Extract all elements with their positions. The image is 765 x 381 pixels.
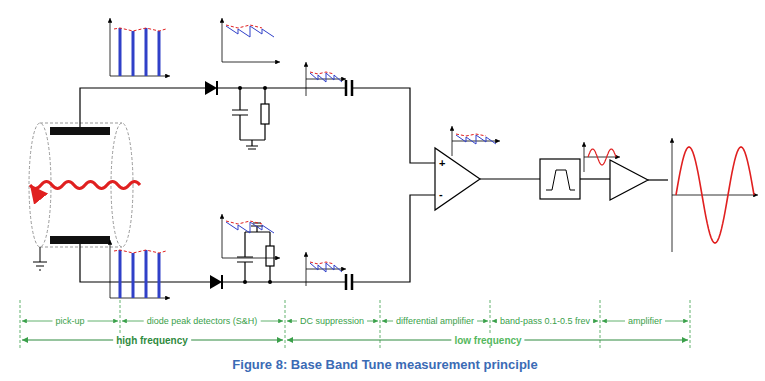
plot-axis (672, 195, 758, 196)
capacitor-symbol (346, 274, 352, 290)
plot-axis (584, 157, 620, 158)
plot-axis (222, 62, 280, 63)
amplifier-outline (433, 146, 483, 212)
wire (648, 179, 668, 180)
beam-pulse (119, 28, 122, 76)
boundary-tick (690, 300, 691, 348)
pickup-electrode (50, 236, 110, 244)
figure-caption: Figure 8: Base Band Tune measurement pri… (232, 357, 537, 372)
resistor-symbol (261, 104, 269, 124)
amplifier-triangle (435, 148, 480, 210)
envelope (310, 72, 334, 74)
ground-symbol (240, 140, 265, 149)
sawtooth-signal (226, 222, 274, 233)
section-label: amplifier (625, 316, 665, 327)
wire (580, 178, 610, 179)
wire (352, 195, 435, 282)
section-label: pick-up (52, 316, 87, 327)
section-label: DC suppression (297, 316, 367, 327)
beam-pulse (145, 28, 148, 76)
boundary-tick (600, 300, 601, 348)
ac-signal (456, 135, 496, 144)
plot-axis (110, 240, 111, 298)
diode-symbol (205, 81, 217, 95)
capacitor-symbol (237, 232, 253, 282)
resistor-symbol (266, 246, 274, 266)
differential-amplifier: +- (433, 146, 483, 212)
envelope (226, 221, 262, 224)
capacitor-symbol (346, 80, 352, 96)
envelope (456, 134, 486, 136)
wire (480, 178, 540, 179)
section-label: low frequency (451, 335, 524, 346)
ground-symbol (33, 247, 47, 270)
plot-axis (222, 258, 280, 259)
section-label: band-pass 0.1-0.5 frev (497, 316, 593, 327)
boundary-tick (380, 300, 381, 348)
plot-axis (222, 214, 223, 258)
output-signal (676, 147, 754, 243)
filtered-signal (588, 149, 616, 165)
capacitor-symbol (232, 88, 248, 140)
amplifier-symbol (610, 160, 648, 200)
plot-axis (222, 18, 223, 62)
beam-pulse (158, 253, 161, 298)
envelope (310, 262, 334, 264)
wire (352, 88, 435, 163)
beam-pulse (145, 250, 148, 298)
beam-pipe (40, 123, 122, 124)
boundary-tick (285, 300, 286, 348)
section-label: diode peak detectors (S&H) (144, 316, 261, 327)
envelope (226, 25, 262, 28)
wire (80, 88, 205, 127)
ac-signal (310, 73, 342, 82)
beam-pulse (132, 31, 135, 76)
boundary-tick (20, 300, 21, 348)
envelope (114, 28, 166, 31)
sawtooth-signal (226, 26, 274, 37)
beam-pulse (132, 253, 135, 298)
plot-axis (110, 18, 111, 76)
filter-symbol (546, 170, 575, 190)
bandpass-filter (540, 159, 580, 199)
input-polarity: + (439, 157, 445, 169)
beam-signal (30, 182, 140, 189)
section-label: high frequency (113, 335, 191, 346)
section-label: differential amplifier (393, 316, 477, 327)
diode-symbol (210, 275, 222, 289)
wire (222, 281, 346, 282)
wire (217, 87, 346, 88)
ac-signal (310, 263, 342, 272)
pickup-electrode (50, 127, 110, 135)
envelope (114, 250, 166, 253)
beam-pulse (158, 31, 161, 76)
beam-pulse (119, 250, 122, 298)
input-polarity: - (439, 188, 443, 200)
